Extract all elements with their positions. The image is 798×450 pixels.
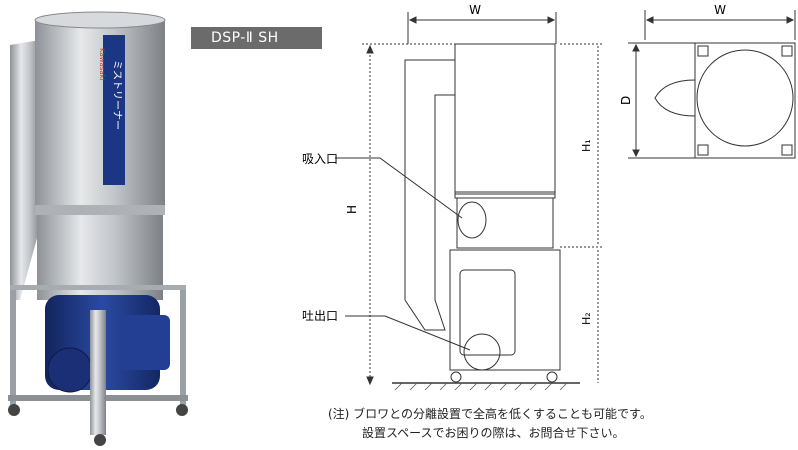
h-arrow-bottom bbox=[366, 376, 374, 386]
h1-label: H₁ bbox=[580, 139, 593, 152]
motor-outline bbox=[459, 269, 516, 356]
inlet-label: 吸入口 bbox=[302, 152, 338, 166]
corner-bolt-tr bbox=[781, 45, 793, 57]
caster-right bbox=[176, 404, 188, 416]
h2-label: H₂ bbox=[580, 312, 593, 325]
cylinder-upper-outline bbox=[454, 43, 556, 195]
brand-strip bbox=[103, 35, 125, 185]
blower-box-outline bbox=[449, 249, 561, 371]
outlet-label: 吐出口 bbox=[302, 309, 338, 323]
maker-text: Kawasaki bbox=[98, 48, 106, 81]
note-line-1: (注) ブロワとの分離設置で全高を低くすることも可能です。 bbox=[328, 407, 652, 421]
model-badge: DSP-Ⅱ SH bbox=[191, 27, 322, 49]
front-view-drawing: W H H₁ H₂ 吸入口 吐出口 bbox=[302, 3, 603, 391]
d-arrow-top bbox=[632, 43, 640, 52]
frame-leg-right bbox=[180, 285, 186, 410]
cylinder-lower-outline bbox=[456, 197, 554, 249]
outlet-circle bbox=[463, 333, 501, 371]
ground-hatch bbox=[394, 382, 568, 391]
frame-leg-left bbox=[10, 285, 16, 410]
duct-shape bbox=[10, 40, 42, 300]
caster-left bbox=[8, 404, 20, 416]
cylinder-band bbox=[35, 205, 165, 215]
top-width-label: W bbox=[714, 3, 726, 17]
blower-motor bbox=[120, 315, 170, 370]
front-height-label: H bbox=[345, 205, 359, 214]
front-width-label: W bbox=[469, 3, 481, 17]
h-arrow-top bbox=[366, 44, 374, 54]
inlet-leader bbox=[335, 157, 463, 219]
inlet-circle bbox=[457, 201, 487, 239]
product-photo: ミストリーナー Kawasaki bbox=[8, 11, 188, 446]
top-w-arrow-right bbox=[786, 16, 795, 24]
cylinder-top bbox=[34, 11, 166, 29]
corner-bolt-tl bbox=[697, 45, 709, 57]
depth-label: D bbox=[620, 96, 633, 105]
top-view-drawing: W D bbox=[620, 3, 796, 159]
cylinder-band-outline bbox=[454, 191, 556, 199]
d-arrow-bottom bbox=[632, 149, 640, 158]
top-cylinder-circle bbox=[696, 49, 794, 147]
frame-top-rail bbox=[10, 285, 186, 290]
w-arrow-right bbox=[547, 16, 556, 24]
outlet-leader bbox=[345, 315, 471, 351]
corner-bolt-br bbox=[781, 144, 793, 156]
top-w-arrow-left bbox=[645, 16, 654, 24]
note-line-2: 設置スペースでお困りの際は、お問合せ下さい。 bbox=[362, 426, 625, 440]
corner-bolt-bl bbox=[697, 144, 709, 156]
support-plate bbox=[90, 310, 106, 435]
w-arrow-left bbox=[408, 16, 417, 24]
top-duct-outline bbox=[654, 79, 696, 117]
caster-right-outline bbox=[546, 371, 558, 383]
cylinder-upper bbox=[35, 20, 165, 215]
caster-front bbox=[94, 434, 106, 446]
top-frame-outline bbox=[694, 42, 796, 159]
caster-left-outline bbox=[450, 371, 462, 383]
note-block: (注) ブロワとの分離設置で全高を低くすることも可能です。 設置スペースでお困り… bbox=[328, 405, 798, 443]
blower-fan bbox=[47, 347, 93, 393]
brand-text: ミストリーナー bbox=[111, 60, 123, 130]
